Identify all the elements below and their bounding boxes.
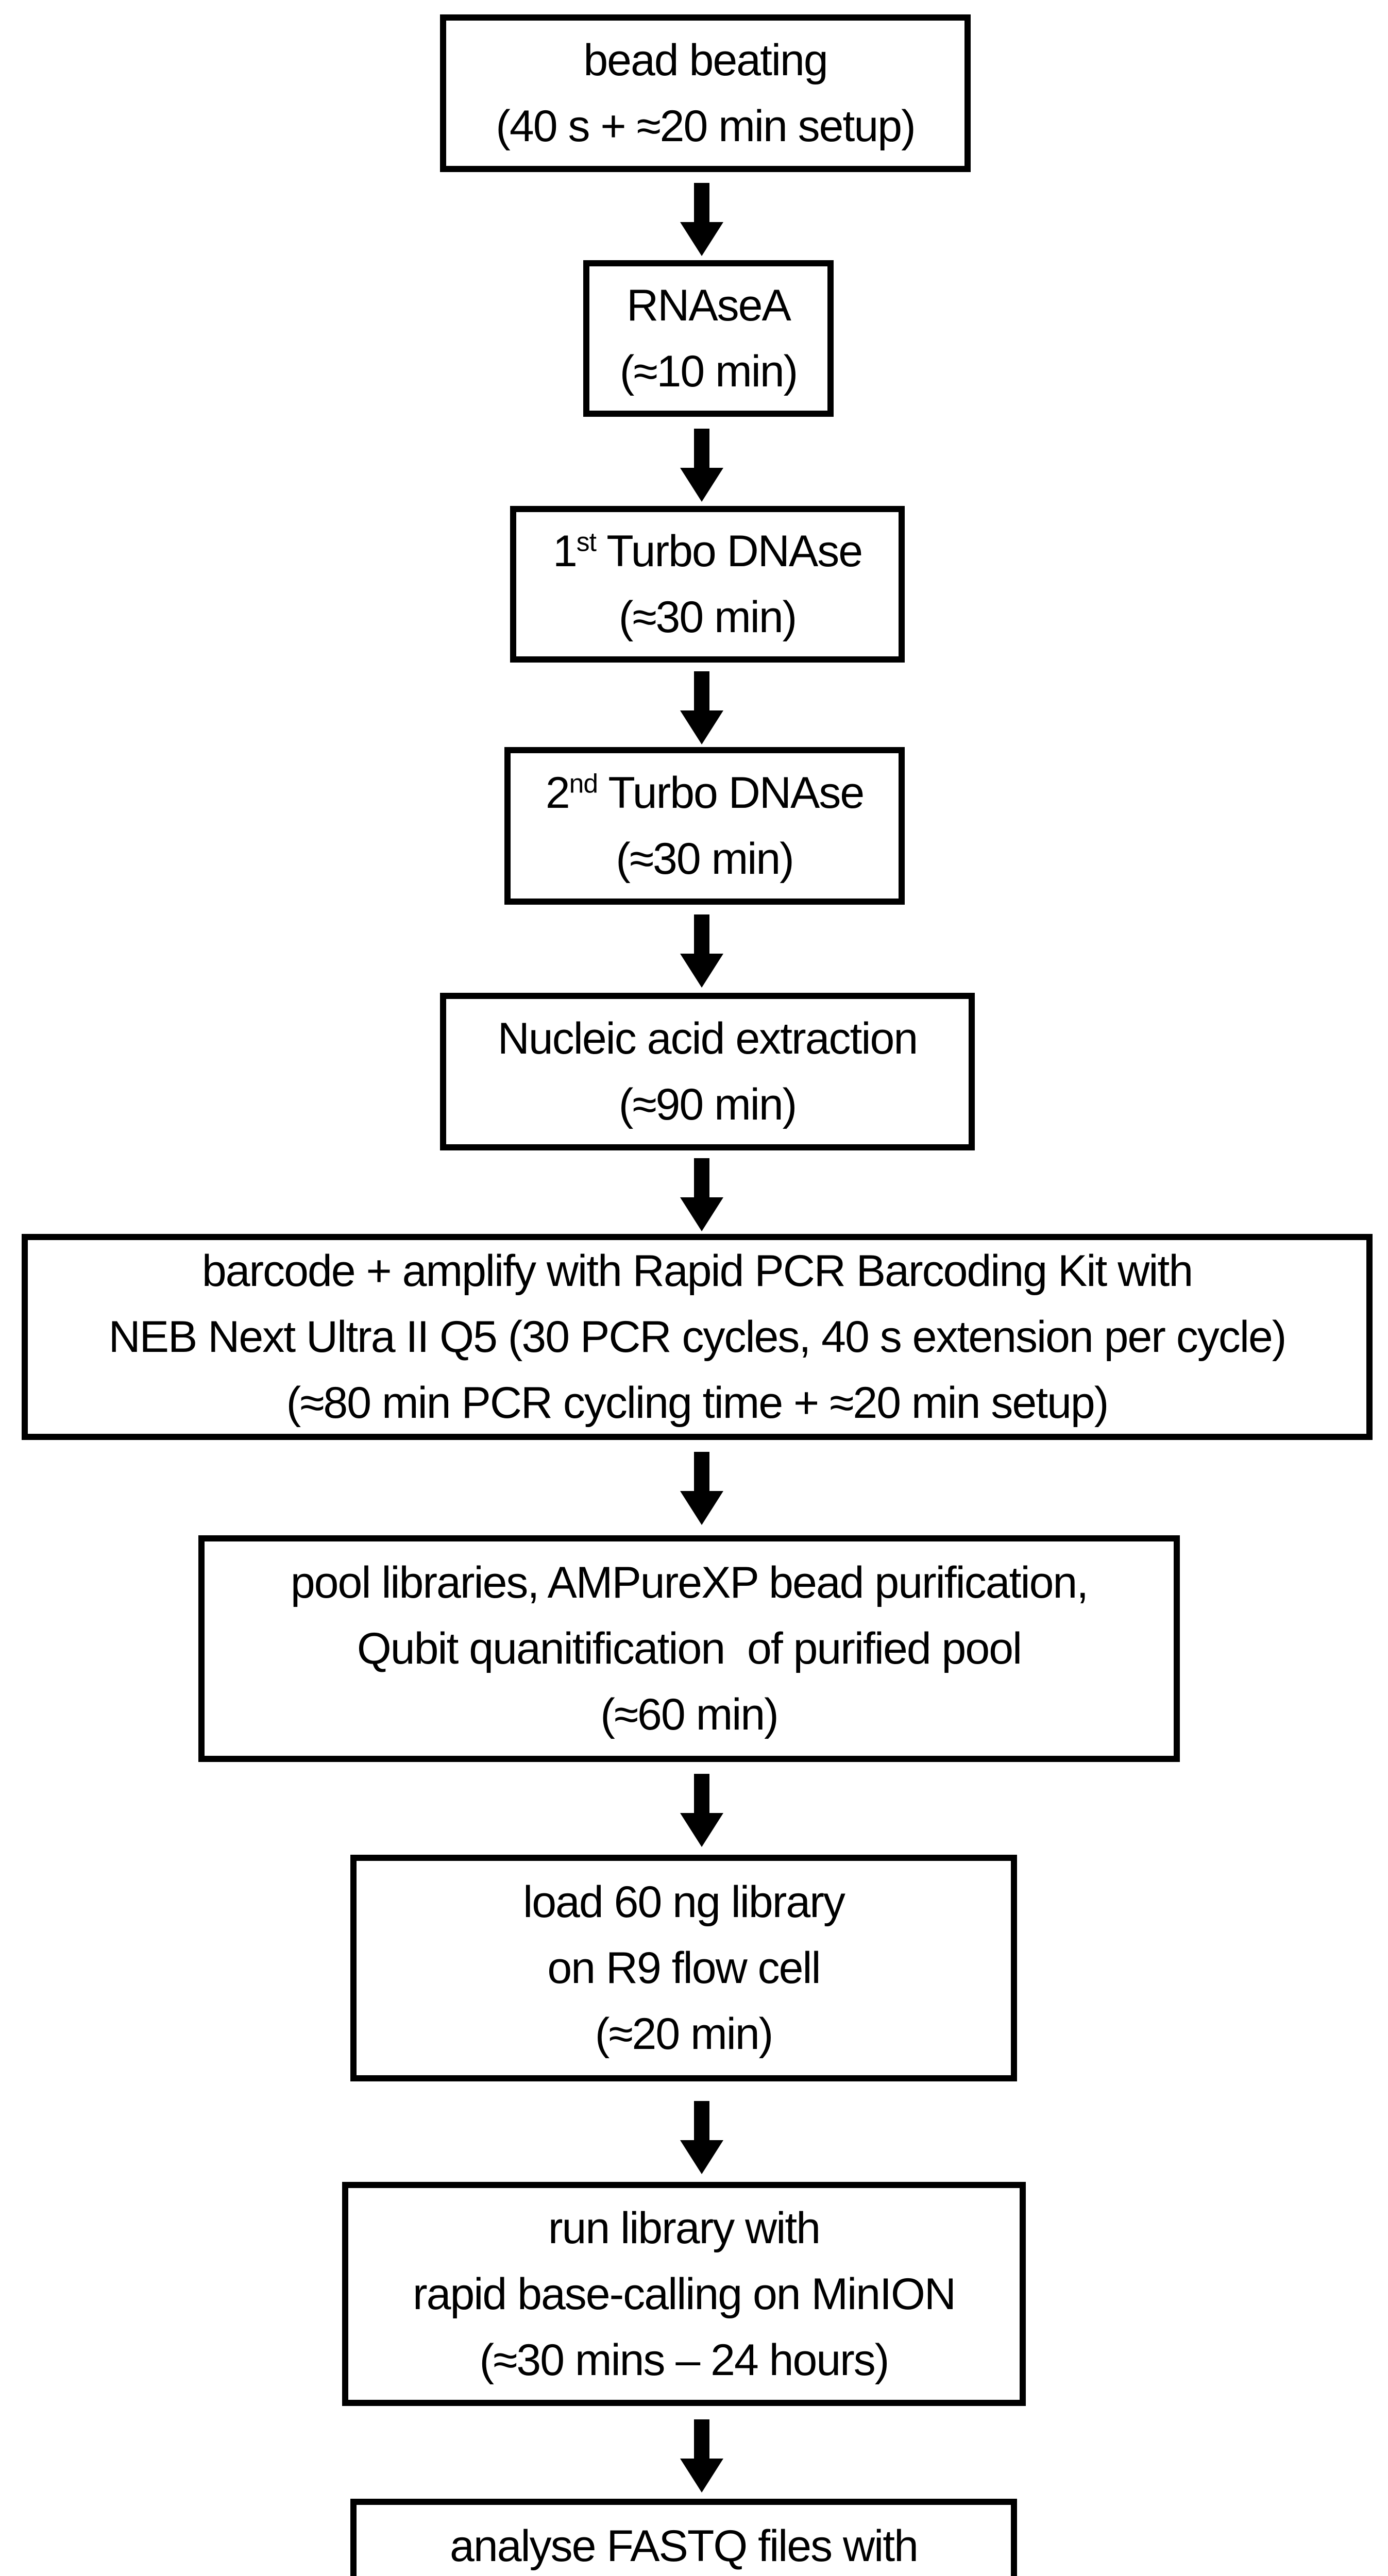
- step-duration: (≈10 min): [619, 347, 799, 396]
- arrow-stem: [694, 1158, 709, 1197]
- arrow-head: [680, 954, 723, 988]
- step-box-pool-purify-quantify: pool libraries, AMPureXP bead purificati…: [198, 1535, 1180, 1762]
- arrow-head: [680, 2459, 723, 2493]
- step-label: barcode + amplify with Rapid PCR Barcodi…: [201, 1246, 1193, 1296]
- down-arrow-icon: [677, 914, 726, 990]
- step-label: rapid base-calling on MinION: [413, 2269, 956, 2319]
- step-box-second-turbo-dnase: 2nd Turbo DNAse (≈30 min): [504, 747, 905, 905]
- arrow-stem: [694, 914, 709, 954]
- step-label: pool libraries, AMPureXP bead purificati…: [290, 1558, 1089, 1607]
- arrow-head: [680, 222, 723, 256]
- arrow-head: [680, 2140, 723, 2174]
- step-box-bead-beating: bead beating (40 s + ≈20 min setup): [440, 14, 971, 172]
- arrow-stem: [694, 1774, 709, 1813]
- arrow-head: [680, 1813, 723, 1847]
- down-arrow-icon: [677, 183, 726, 258]
- down-arrow-icon: [677, 1158, 726, 1233]
- step-label: 1st Turbo DNAse: [552, 518, 863, 584]
- step-box-nucleic-acid-extraction: Nucleic acid extraction (≈90 min): [440, 993, 975, 1150]
- step-label: Qubit quanitification of purified pool: [357, 1624, 1022, 1673]
- step-label: analyse FASTQ files with: [450, 2521, 919, 2571]
- step-duration: (≈30 mins – 24 hours): [479, 2335, 890, 2385]
- arrow-stem: [694, 671, 709, 710]
- arrow-head: [680, 1197, 723, 1231]
- step-label: NEB Next Ultra II Q5 (30 PCR cycles, 40 …: [108, 1312, 1287, 1362]
- step-label: Nucleic acid extraction: [497, 1014, 918, 1063]
- step-box-rnase-a: RNAseA (≈10 min): [583, 260, 834, 417]
- step-duration: (40 s + ≈20 min setup): [496, 101, 916, 151]
- down-arrow-icon: [677, 1774, 726, 1849]
- step-duration: (≈30 min): [616, 834, 794, 884]
- arrow-stem: [694, 2101, 709, 2140]
- step-box-analyse-fastq: analyse FASTQ files with EPI2ME Fastq WI…: [350, 2499, 1017, 2576]
- step-label-rest: Turbo DNAse: [598, 768, 865, 818]
- step-box-load-library: load 60 ng library on R9 flow cell (≈20 …: [350, 1855, 1017, 2081]
- down-arrow-icon: [677, 1452, 726, 1527]
- arrow-head: [680, 1491, 723, 1525]
- step-label: load 60 ng library: [523, 1877, 845, 1927]
- step-box-run-library: run library with rapid base-calling on M…: [342, 2182, 1026, 2406]
- arrow-stem: [694, 1452, 709, 1491]
- arrow-stem: [694, 2419, 709, 2459]
- step-duration: (≈20 min): [595, 2009, 774, 2059]
- arrow-head: [680, 468, 723, 502]
- ordinal-suffix: nd: [569, 768, 598, 799]
- step-label: 2nd Turbo DNAse: [545, 760, 865, 826]
- step-box-first-turbo-dnase: 1st Turbo DNAse (≈30 min): [510, 506, 905, 663]
- step-label: RNAseA: [627, 281, 791, 330]
- step-duration: (≈30 min): [618, 592, 798, 642]
- ordinal-suffix: st: [576, 527, 597, 557]
- step-duration: (≈80 min PCR cycling time + ≈20 min setu…: [286, 1378, 1109, 1428]
- ordinal-number: 1: [552, 527, 578, 576]
- step-label: run library with: [548, 2203, 821, 2253]
- step-duration: (≈90 min): [618, 1080, 798, 1129]
- step-label: on R9 flow cell: [547, 1943, 821, 1993]
- arrow-stem: [694, 183, 709, 222]
- down-arrow-icon: [677, 2419, 726, 2495]
- step-label-rest: Turbo DNAse: [596, 527, 863, 576]
- down-arrow-icon: [677, 429, 726, 504]
- down-arrow-icon: [677, 2101, 726, 2176]
- ordinal-number: 2: [545, 768, 570, 818]
- step-box-barcode-amplify: barcode + amplify with Rapid PCR Barcodi…: [22, 1234, 1373, 1440]
- step-duration: (≈60 min): [600, 1690, 779, 1739]
- arrow-stem: [694, 429, 709, 468]
- step-label: bead beating: [583, 36, 828, 85]
- down-arrow-icon: [677, 671, 726, 747]
- arrow-head: [680, 710, 723, 744]
